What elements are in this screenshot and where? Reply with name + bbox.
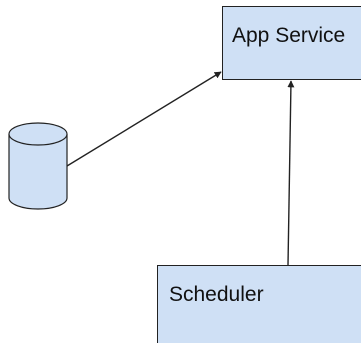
app-service-label: App Service	[232, 24, 346, 47]
database-cylinder-icon	[8, 122, 68, 210]
app-service-node[interactable]: App Service	[222, 6, 361, 80]
edge-database-to-app-service	[66, 71, 222, 167]
scheduler-node[interactable]: Scheduler	[157, 265, 361, 343]
edge-scheduler-to-app-service	[287, 80, 295, 266]
scheduler-label: Scheduler	[169, 283, 264, 306]
